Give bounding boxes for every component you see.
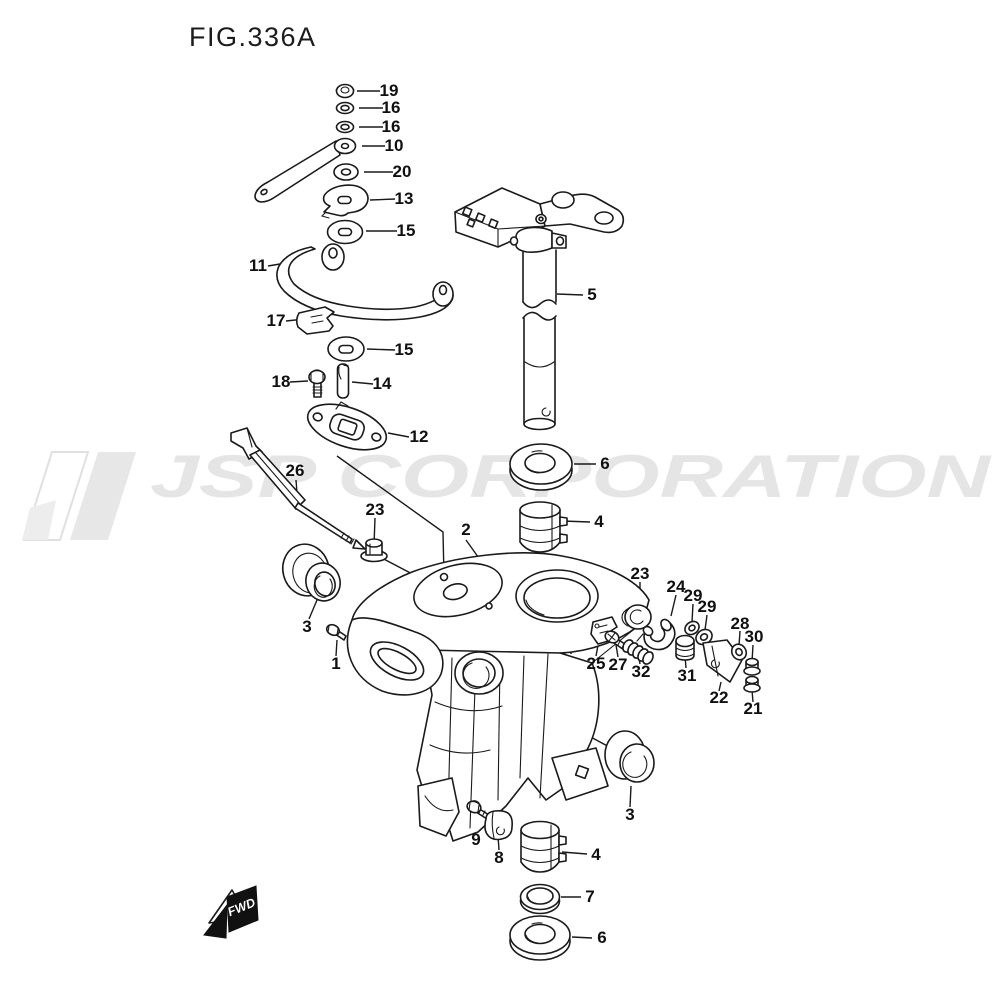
part-label-4: 4 [591, 845, 601, 864]
part-6-washer-lower [509, 915, 571, 961]
part-2-swivel-housing [346, 552, 650, 842]
part-label-23: 23 [630, 564, 650, 583]
part-4-split-bushing-lower [520, 820, 567, 873]
part-label-14: 14 [372, 374, 392, 393]
part-label-26: 26 [285, 461, 305, 480]
part-10-steering-arm [254, 137, 357, 203]
part-label-3: 3 [625, 805, 635, 824]
part-16-washer-upper [335, 101, 355, 115]
part-label-11: 11 [249, 256, 267, 275]
part-8-cap [484, 810, 513, 841]
part-label-31: 31 [677, 666, 697, 685]
part-label-29: 29 [697, 597, 717, 616]
part-17-stopper-clip [295, 306, 335, 335]
part-label-6: 6 [597, 928, 607, 947]
part-21-nut [743, 675, 761, 693]
part-label-12: 12 [409, 427, 429, 446]
part-1-bolt [325, 623, 347, 641]
part-label-5: 5 [587, 285, 597, 304]
part-label-22: 22 [709, 688, 729, 707]
part-label-15: 15 [394, 340, 414, 359]
part-label-24: 24 [666, 577, 686, 596]
part-label-7: 7 [585, 887, 595, 906]
part-label-18: 18 [271, 372, 291, 391]
part-28-grommet [730, 643, 748, 661]
part-23-cap-right [621, 604, 652, 630]
figure-title: FIG.336A [189, 22, 317, 52]
part-3-bushing-lower [604, 730, 655, 783]
part-label-32: 32 [631, 662, 651, 681]
part-3-bushing-left [281, 543, 341, 602]
part-32-spring [622, 639, 654, 665]
part-18-bolt [308, 369, 326, 398]
part-label-3: 3 [302, 617, 312, 636]
fwd-arrow: FWD [203, 885, 259, 939]
part-label-20: 20 [392, 162, 412, 181]
part-label-10: 10 [384, 136, 404, 155]
part-30-nut [743, 657, 761, 676]
part-5-steering-bracket-tube [454, 187, 625, 431]
part-24-elbow-pipe [636, 618, 676, 651]
part-label-13: 13 [394, 189, 414, 208]
part-label-17: 17 [266, 311, 286, 330]
part-4-split-bushing-upper [519, 501, 568, 553]
part-label-25: 25 [586, 654, 606, 673]
part-label-23: 23 [365, 500, 385, 519]
part-label-30: 30 [744, 627, 764, 646]
part-7-ring [519, 883, 561, 915]
part-label-16: 16 [381, 98, 401, 117]
part-label-6: 6 [600, 454, 610, 473]
part-label-9: 9 [471, 830, 481, 849]
part-29-washer-lower [695, 628, 713, 646]
part-label-8: 8 [494, 848, 504, 867]
part-label-15: 15 [396, 221, 416, 240]
part-16-washer-lower [335, 120, 355, 134]
part-label-2: 2 [461, 520, 471, 539]
part-label-16: 16 [381, 117, 401, 136]
part-label-1: 1 [331, 654, 341, 673]
part-23-nut-left [360, 538, 388, 563]
part-label-29: 29 [683, 586, 703, 605]
part-label-21: 21 [743, 699, 763, 718]
part-label-28: 28 [730, 614, 750, 633]
part-15-disc-lower [327, 336, 365, 362]
part-6-washer-upper [509, 443, 573, 491]
part-label-4: 4 [594, 512, 604, 531]
part-31-bushing [675, 634, 695, 661]
part-11-handle-bracket [276, 243, 454, 321]
part-label-27: 27 [608, 655, 628, 674]
part-20-washer [333, 163, 359, 181]
part-12-mount-plate [306, 401, 388, 451]
part-13-cam-plate [320, 184, 369, 219]
watermark-logo [22, 451, 136, 541]
part-14-pin [336, 363, 350, 399]
part-label-19: 19 [379, 81, 399, 100]
part-26-tilt-rod [230, 427, 366, 550]
part-19-nut [335, 83, 355, 99]
part-29-washer-upper [684, 620, 700, 636]
part-15-disc-upper [326, 219, 364, 245]
